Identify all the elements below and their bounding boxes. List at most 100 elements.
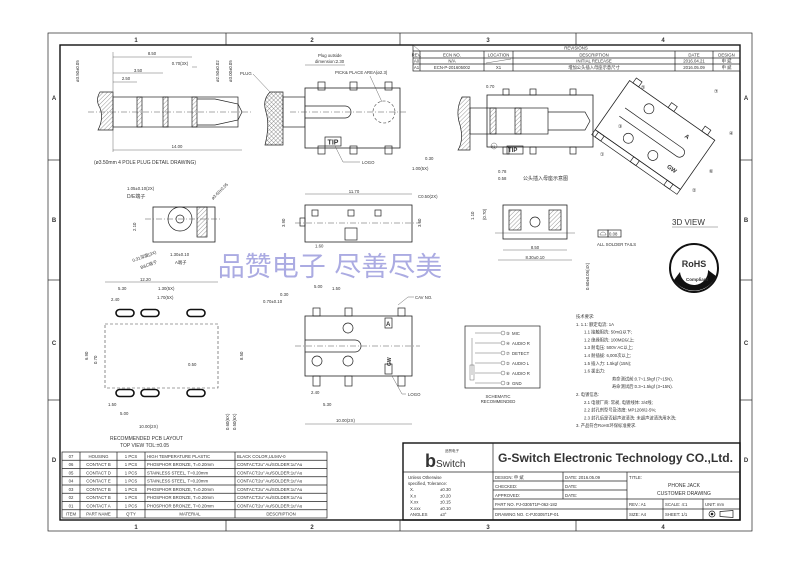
revision-cell: 申 斌 xyxy=(722,64,732,71)
dim-label: 0.70±0.10 xyxy=(263,299,283,304)
tolerance-value: ±0.30 xyxy=(440,487,451,492)
tolerance-key: X.xx xyxy=(410,500,419,505)
dim-label: ø3.00±0.05 xyxy=(228,60,233,82)
bom-cell: 1 PCS xyxy=(125,503,138,508)
dim-label: 6.90 xyxy=(84,351,89,360)
row-label: D xyxy=(744,458,749,464)
plug-outside-label: Plug outside xyxy=(318,53,342,58)
bom-cell: CONTACT:2u" Au/SOLDER:1u"Au xyxy=(237,479,303,484)
schematic-pin-label: GND xyxy=(512,381,522,386)
terminal-label: A端子 xyxy=(175,259,187,266)
schematic-pin-number: ⑥ xyxy=(506,371,510,376)
dim-label: 2.40 xyxy=(311,390,320,395)
bom-cell: 03 xyxy=(69,487,74,492)
bom-cell: 02 xyxy=(69,495,74,500)
flatness-value: 0.08 xyxy=(609,232,618,237)
revision-cell: 申 斌 xyxy=(722,58,732,65)
bom-cell: 1 PCS xyxy=(125,454,138,459)
end-view: 1.10 (0.70) 8.50 8.30±0.10 0.60±0.05(4X)… xyxy=(470,204,636,290)
logo-mark: GW xyxy=(387,357,393,366)
dim-label: 5.30 xyxy=(323,402,332,407)
revisions-header: REV. xyxy=(412,52,422,57)
dim-label: 0.70(3X) xyxy=(172,61,189,66)
pcb-pad xyxy=(140,388,160,398)
requirement-line: 2.2 封孔剂型号及浓度: MP1208/2-5%; xyxy=(584,407,656,414)
dim-label: 0.70 xyxy=(93,355,98,364)
plug-detail-caption: (ø3.50mm 4 POLE PLUG DETAIL DRAWING) xyxy=(94,160,196,166)
bom-cell: BLACK COLOR,UL94V-0 xyxy=(237,454,286,459)
checked-field: CHECKED: xyxy=(495,484,517,489)
dim-label: ø2.50±0.02 xyxy=(215,60,220,82)
tolerance-value: ±0.15 xyxy=(440,500,451,505)
dim-label: ø3.60±0.05 xyxy=(210,181,229,200)
tolerance-key: X. xyxy=(410,487,414,492)
schematic-pin-number: ② xyxy=(506,361,510,366)
bom-cell: CONTACT B xyxy=(86,462,111,467)
tip-mark: TIP xyxy=(328,140,339,147)
title-label: TITLE: xyxy=(629,475,642,480)
drawing-title: PHONE JACK xyxy=(668,483,701,489)
3d-view-label: 3D VIEW xyxy=(672,218,705,227)
pcb-pad xyxy=(140,308,160,318)
solder-tails-note: ALL SOLDER TAILS xyxy=(597,242,636,247)
bom-cell: PHOSPHOR BRONZE, T=0.20mm xyxy=(147,462,214,467)
bom-cell: 06 xyxy=(69,462,74,467)
design-field: DESIGN: 申 斌 xyxy=(495,474,524,481)
bom-cell: 1 PCS xyxy=(125,487,138,492)
dim-label: 12.20 xyxy=(140,277,151,282)
approved-field: APPROVED: xyxy=(495,493,520,498)
plug-label: PLUG xyxy=(240,71,252,76)
bom-cell: CONTACT A xyxy=(86,503,110,508)
dim-label: 0.78 xyxy=(498,169,507,174)
requirement-line: 3. 产品符合RoHS环保标准要求. xyxy=(576,422,636,429)
schematic-pin-number: ⑦ xyxy=(506,351,510,356)
column-label: 1 xyxy=(134,525,138,531)
front-view: 1.05±0.10(2X) D/E端子 ø3.60±0.05 2.10 0.31… xyxy=(127,181,229,270)
design-date: DATE: 2016.05.09 xyxy=(565,475,601,480)
bom-cell: 01 xyxy=(69,503,74,508)
column-label: 2 xyxy=(310,525,314,531)
revision-cell: INITIAL RELEASE xyxy=(576,59,612,64)
schematic-pin-label: MIC xyxy=(512,331,520,336)
bom-cell: 07 xyxy=(69,454,74,459)
callout-6: ⑥ xyxy=(709,169,714,175)
bom-cell: HIGH TEMPERATURE PLASTIC xyxy=(147,454,210,459)
dim-label: 10.00(2X) xyxy=(139,424,158,429)
column-label: 1 xyxy=(134,38,138,44)
revisions-header: DESIGN xyxy=(718,52,734,57)
bom-cell: CONTACT:2u" Au/SOLDER:1u"Au xyxy=(237,487,303,492)
schematic-pin-label: AUDIO L xyxy=(512,361,530,366)
logo-small-text: 品赞电子 xyxy=(445,448,459,453)
dim-label: 0.60±0.05(4X) xyxy=(585,262,590,290)
rohs-compliant-text: Compliant xyxy=(686,277,709,282)
logo-mark: GW xyxy=(665,164,677,175)
dim-label: 14.00 xyxy=(172,144,183,149)
row-label: B xyxy=(52,218,57,224)
callout-5: ⑤ xyxy=(641,85,645,91)
checked-date: DATE: xyxy=(565,484,577,489)
plug-insert-view: TIP X1 0.70 0.78 0.58 公头插入母座示意图 xyxy=(457,84,594,182)
callout-7: ⑦ xyxy=(714,89,719,95)
dim-label: 2.50 xyxy=(122,76,131,81)
part-number: PART NO. PJ-0305T1P-062-182 xyxy=(495,502,558,507)
requirement-line: 1. 1.1: 额定电流: 1A xyxy=(576,321,614,328)
bom-cell: 1 PCS xyxy=(125,470,138,475)
tip-mark: TIP xyxy=(508,148,517,154)
schematic-pin-label: AUDIO R xyxy=(512,371,530,376)
bom-cell: STAINLESS STEEL, T=0.20mm xyxy=(147,479,209,484)
watermark: 品赞电子 尽善尽美 xyxy=(218,252,443,283)
dim-label: 8.50 xyxy=(531,245,540,250)
dim-label: 1.00(5X) xyxy=(412,166,429,171)
revision-cell: X1 xyxy=(496,65,502,70)
plug-outside-label: dimension:2.30 xyxy=(315,59,345,64)
row-label: C xyxy=(744,341,749,347)
dim-label: 0.50(6X) xyxy=(232,413,237,430)
cav-no-label: CAV NO. xyxy=(415,295,432,300)
dim-label: ø3.50±0.05 xyxy=(75,60,80,82)
row-label: A xyxy=(744,96,749,102)
dim-label: 1.50 xyxy=(108,402,117,407)
